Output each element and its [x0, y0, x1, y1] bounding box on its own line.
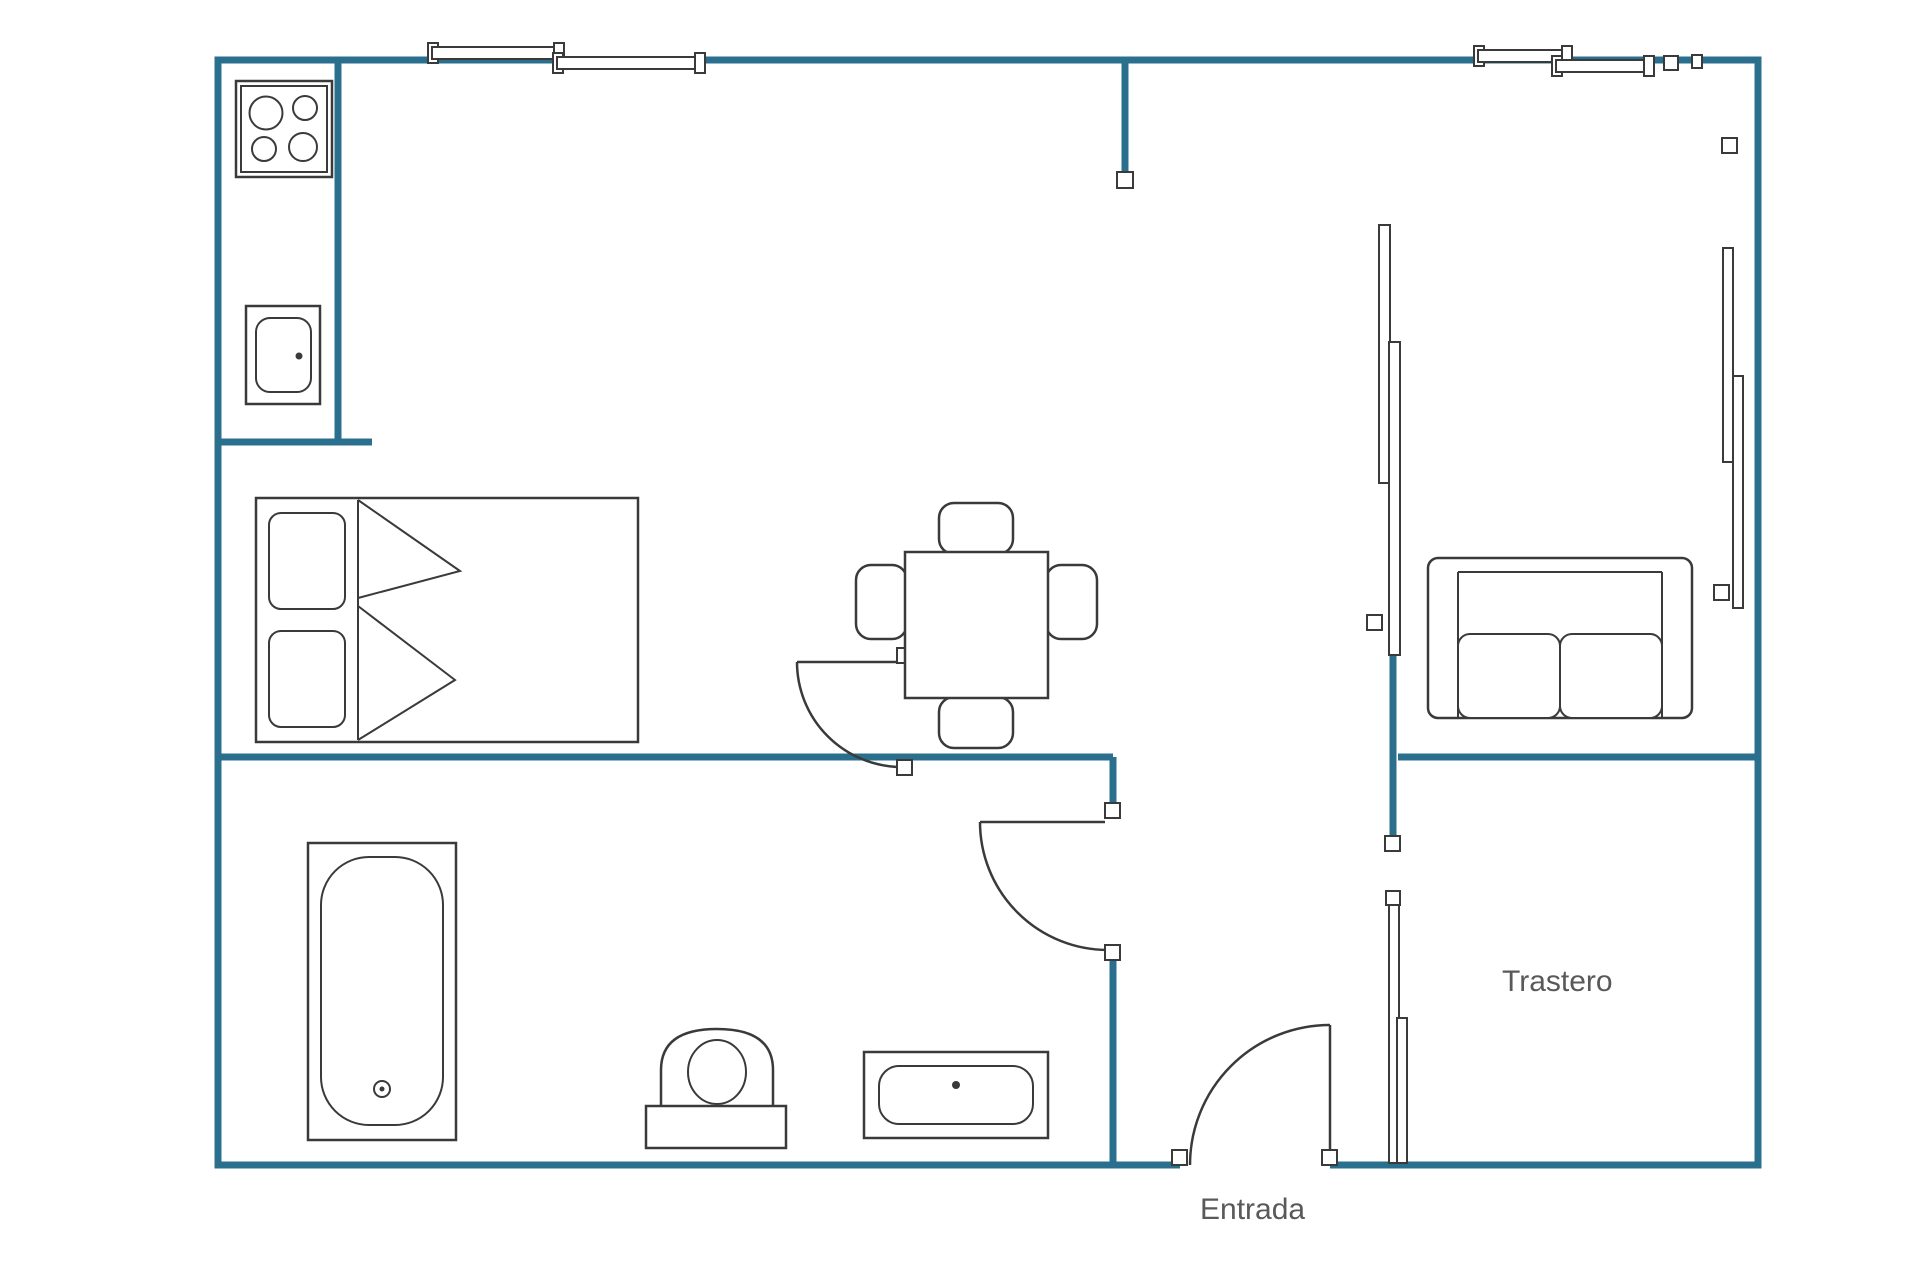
table-top: [903, 550, 1050, 700]
kitchen-sink-icon: [244, 304, 322, 406]
entrance-door-icon: [1171, 1023, 1338, 1166]
walls: [214, 56, 1762, 1169]
chair-bottom: [937, 695, 1015, 750]
entrada-label: Entrada: [1200, 1193, 1305, 1226]
sofa-icon: [1426, 556, 1694, 720]
washbasin-icon: [862, 1050, 1050, 1140]
dining-table-icon: [854, 501, 1099, 750]
stove-icon: [234, 79, 334, 179]
chair-left: [854, 563, 909, 641]
toilet-icon: [644, 1027, 788, 1150]
chair-right: [1044, 563, 1099, 641]
bathroom-door-icon: [978, 802, 1121, 961]
bathtub-icon: [306, 841, 458, 1142]
bed-icon: [254, 496, 640, 744]
doors: [795, 647, 1338, 1166]
trastero-label: Trastero: [1502, 965, 1613, 998]
wall-end-marker: [1116, 171, 1134, 189]
outer-wall: [214, 56, 1762, 1169]
right-wall-window-icon: [1713, 137, 1744, 609]
glass-panel-icon: [1366, 224, 1401, 852]
chair-top: [937, 501, 1015, 556]
windows: [427, 42, 1744, 1164]
top-right-window-icon: [1473, 45, 1703, 77]
sliding-door-icon: [1385, 890, 1408, 1164]
top-left-window-icon: [427, 42, 706, 74]
